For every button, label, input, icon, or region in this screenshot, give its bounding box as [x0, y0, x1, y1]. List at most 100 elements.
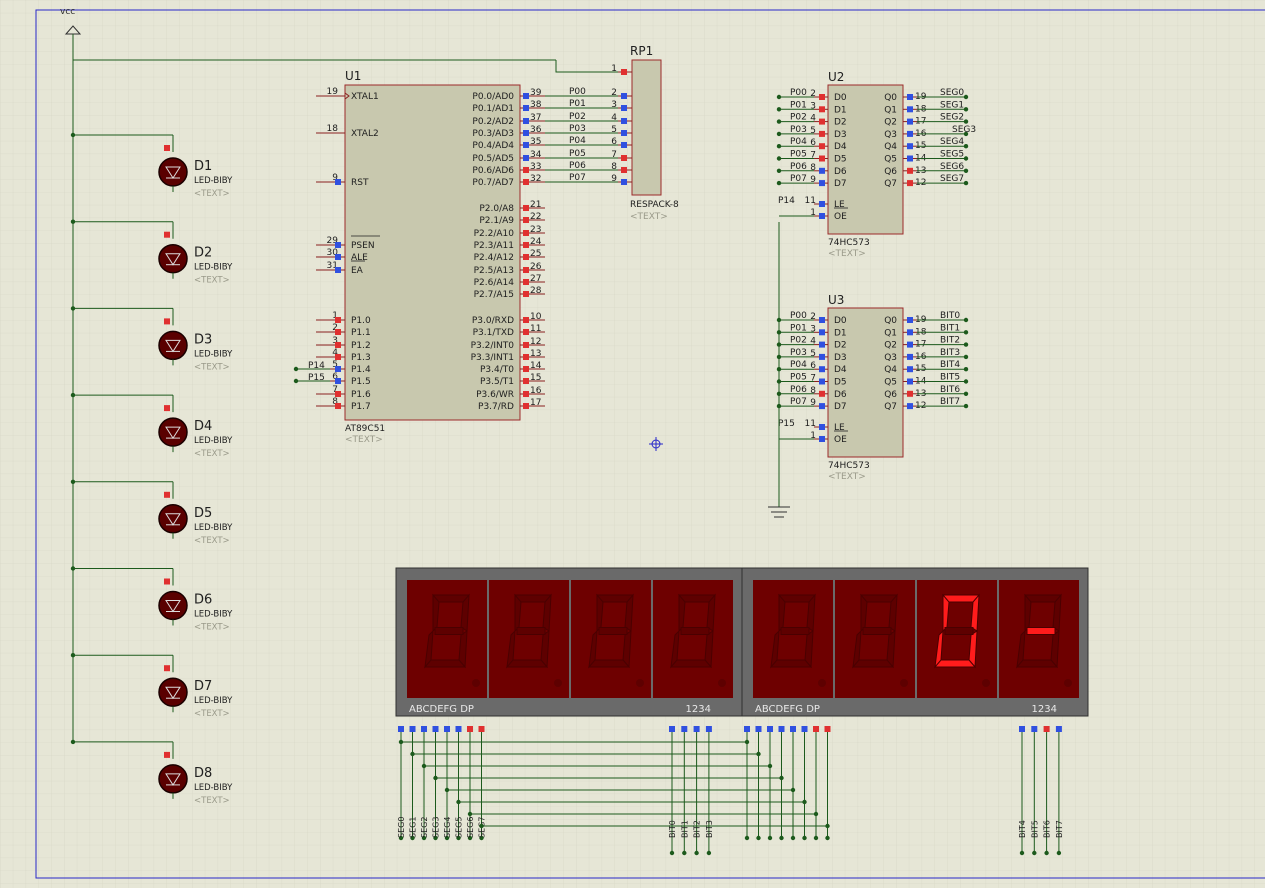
bit-pin-end: [706, 850, 712, 856]
led-ref: D6: [194, 593, 212, 608]
led-anode-pin: [164, 665, 170, 672]
led-anode-pin: [164, 578, 170, 585]
seg-pin-end: [744, 835, 750, 841]
led-body[interactable]: [158, 157, 188, 187]
pin-name: P0.6/AD6: [472, 166, 514, 176]
pin-name: P1.5: [351, 377, 371, 387]
rp1-pin-2[interactable]: 2: [611, 88, 632, 99]
led-body[interactable]: [158, 330, 188, 361]
in-pin-name: D5: [834, 155, 847, 165]
pin-number: 21: [530, 200, 541, 210]
led-body[interactable]: [158, 243, 188, 274]
rp1-pin-4[interactable]: 4: [611, 113, 632, 124]
rp1-body[interactable]: [631, 59, 662, 196]
latch-body[interactable]: [827, 84, 904, 235]
diode-icon: [165, 600, 181, 613]
rp1-pin-3[interactable]: 3: [611, 100, 632, 111]
led-body[interactable]: [158, 417, 188, 447]
led-body[interactable]: [158, 677, 188, 707]
rp1-pin-9[interactable]: 9: [611, 174, 632, 185]
led-body[interactable]: [158, 590, 188, 621]
seg-pin-state: [478, 726, 485, 732]
net-label: SEG7: [940, 174, 964, 184]
u1-body[interactable]: [344, 84, 521, 421]
seg-net-label: SEG1: [409, 817, 418, 838]
rp1-pin-6[interactable]: 6: [611, 137, 632, 148]
latch-body[interactable]: [827, 307, 904, 458]
rp1-pin-5[interactable]: 5: [611, 125, 632, 136]
led-anode-pin: [164, 751, 170, 758]
vcc-terminal[interactable]: vcc: [60, 7, 618, 742]
pin-name: P3.0/RXD: [472, 316, 514, 326]
rp1-pin-7[interactable]: 7: [611, 150, 632, 161]
pin-state: [907, 366, 913, 373]
seg-pin-state: [801, 726, 808, 732]
rp1-pin-8[interactable]: 8: [611, 162, 632, 173]
led-body[interactable]: [158, 764, 188, 794]
led-body[interactable]: [158, 504, 188, 534]
led-text: <TEXT>: [194, 362, 230, 372]
bit-net-label: BIT5: [1030, 820, 1039, 838]
ground-icon: [768, 506, 790, 518]
rp1-ref: RP1: [630, 44, 653, 58]
bus-junction: [776, 107, 782, 112]
led-anode-pin: [164, 491, 170, 498]
rp1-pin-1[interactable]: 1: [611, 64, 632, 75]
pin-state: [523, 217, 529, 223]
net-label: P02: [790, 336, 807, 346]
out-junction: [963, 144, 969, 149]
